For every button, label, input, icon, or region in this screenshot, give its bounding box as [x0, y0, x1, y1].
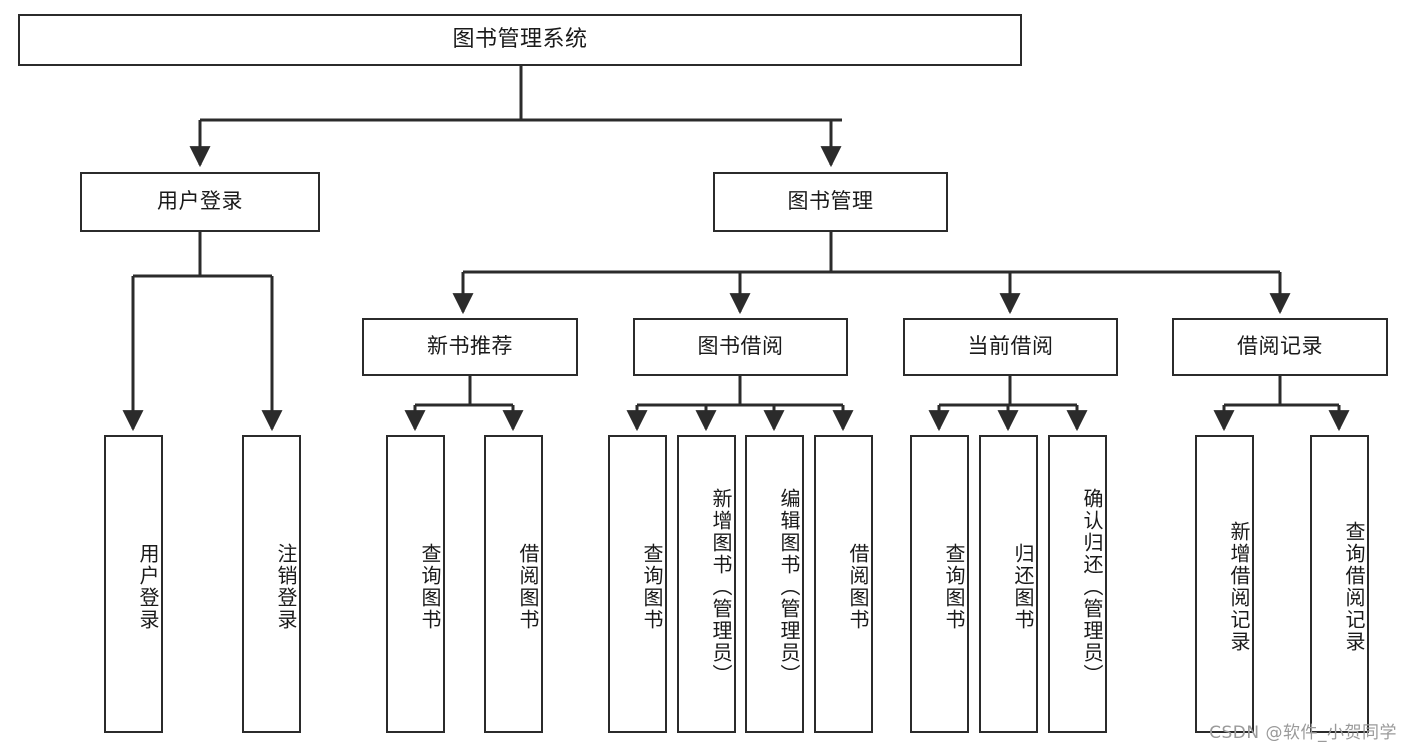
node-book-manage-label: 图书管理 — [787, 189, 874, 214]
node-leaf-query-book-rec[interactable]: 查询图书 — [386, 435, 445, 733]
node-leaf-user-login-label: 用户登录 — [136, 543, 160, 631]
node-leaf-add-record[interactable]: 新增借阅记录 — [1195, 435, 1254, 733]
node-leaf-add-record-label: 新增借阅记录 — [1227, 521, 1251, 653]
node-leaf-borrow-book[interactable]: 借阅图书 — [814, 435, 873, 733]
node-leaf-confirm-return[interactable]: 确认归还（管理员） — [1048, 435, 1107, 733]
node-leaf-borrow-book-label: 借阅图书 — [846, 543, 870, 631]
node-user-login[interactable]: 用户登录 — [80, 172, 320, 232]
node-leaf-query-book-rec-label: 查询图书 — [418, 543, 442, 631]
node-leaf-borrow-book-rec-label: 借阅图书 — [516, 543, 540, 631]
node-leaf-return-book[interactable]: 归还图书 — [979, 435, 1038, 733]
node-leaf-add-book-label: 新增图书（管理员） — [709, 488, 733, 686]
node-leaf-query-record[interactable]: 查询借阅记录 — [1310, 435, 1369, 733]
node-user-login-label: 用户登录 — [157, 189, 243, 214]
node-new-book-recommend-label: 新书推荐 — [427, 334, 513, 359]
node-current-borrow[interactable]: 当前借阅 — [903, 318, 1118, 376]
node-leaf-query-book-borrow[interactable]: 查询图书 — [608, 435, 667, 733]
node-book-borrow[interactable]: 图书借阅 — [633, 318, 848, 376]
node-leaf-query-book-borrow-label: 查询图书 — [640, 543, 664, 631]
node-leaf-query-book-cur-label: 查询图书 — [942, 543, 966, 631]
node-leaf-return-book-label: 归还图书 — [1011, 543, 1035, 631]
node-leaf-confirm-return-label: 确认归还（管理员） — [1080, 488, 1104, 686]
node-current-borrow-label: 当前借阅 — [967, 334, 1054, 359]
node-borrow-record-label: 借阅记录 — [1237, 334, 1323, 359]
node-leaf-borrow-book-rec[interactable]: 借阅图书 — [484, 435, 543, 733]
node-leaf-user-login[interactable]: 用户登录 — [104, 435, 163, 733]
node-leaf-edit-book-label: 编辑图书（管理员） — [777, 488, 801, 686]
node-leaf-logout-label: 注销登录 — [274, 543, 298, 631]
node-book-borrow-label: 图书借阅 — [697, 334, 784, 359]
node-root[interactable]: 图书管理系统 — [18, 14, 1022, 66]
node-book-manage[interactable]: 图书管理 — [713, 172, 948, 232]
watermark-text: CSDN @软件_小贺同学 — [1209, 723, 1397, 743]
node-root-label: 图书管理系统 — [452, 26, 588, 52]
node-leaf-logout[interactable]: 注销登录 — [242, 435, 301, 733]
node-leaf-query-record-label: 查询借阅记录 — [1342, 521, 1366, 653]
node-leaf-query-book-cur[interactable]: 查询图书 — [910, 435, 969, 733]
node-borrow-record[interactable]: 借阅记录 — [1172, 318, 1388, 376]
node-new-book-recommend[interactable]: 新书推荐 — [362, 318, 578, 376]
node-leaf-add-book[interactable]: 新增图书（管理员） — [677, 435, 736, 733]
node-leaf-edit-book[interactable]: 编辑图书（管理员） — [745, 435, 804, 733]
